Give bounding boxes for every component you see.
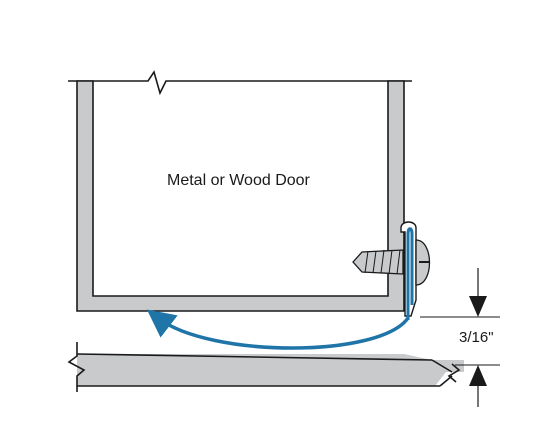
blue-seal <box>406 227 414 320</box>
dimension-arrow-up <box>469 365 487 386</box>
door-label: Metal or Wood Door <box>167 172 310 189</box>
gap-dimension-label: 3/16" <box>459 329 494 346</box>
threshold-right-break <box>447 363 461 383</box>
screw <box>352 239 430 286</box>
dimension-arrow-down <box>469 296 487 317</box>
threshold-top-edge <box>76 353 433 361</box>
door-top-break-line <box>68 70 412 96</box>
threshold <box>77 342 464 386</box>
screw-thread <box>352 249 404 275</box>
threshold-left-break <box>67 342 86 392</box>
seal-flow-arrow <box>146 309 410 350</box>
door-body <box>76 80 405 312</box>
